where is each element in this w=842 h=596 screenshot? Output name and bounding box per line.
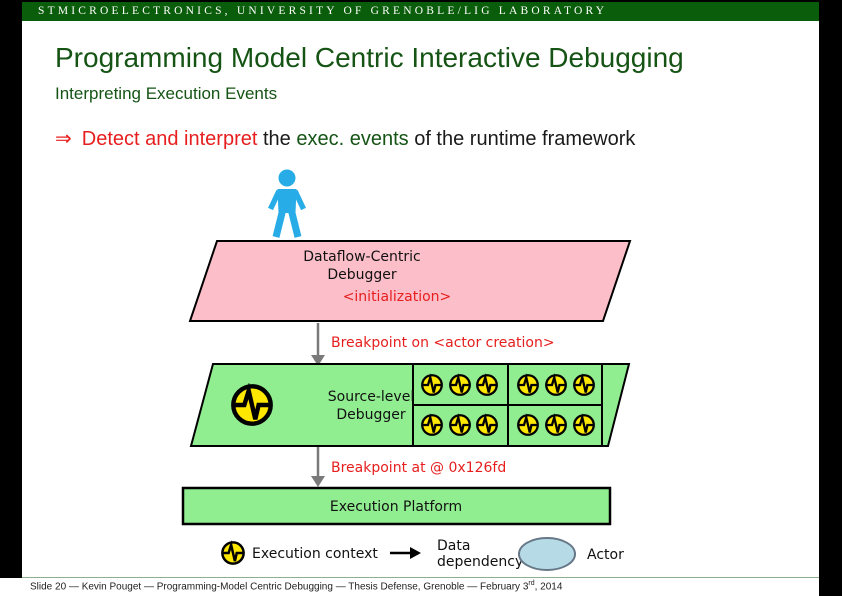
- execution-context-icon: [221, 541, 245, 565]
- execution-context-icon: [545, 414, 567, 436]
- page-subtitle: Interpreting Execution Events: [55, 84, 278, 103]
- header-bar-text: STMICROELECTRONICS, UNIVERSITY OF GRENOB…: [38, 5, 608, 17]
- page-title: Programming Model Centric Interactive De…: [55, 42, 684, 73]
- user-icon: [268, 169, 306, 238]
- header-bar: STMICROELECTRONICS, UNIVERSITY OF GRENOB…: [22, 2, 819, 21]
- footer-text-tail: , 2014: [534, 581, 563, 593]
- left-letterbox: [0, 2, 22, 578]
- context-grid-lines: [412, 364, 603, 446]
- source-debugger-label-1: Source-level: [328, 389, 414, 405]
- data-dependency-arrow-icon: [390, 547, 421, 559]
- dataflow-debugger-label-2: Debugger: [327, 267, 397, 283]
- execution-context-icon: [517, 414, 539, 436]
- top-border: [0, 0, 842, 2]
- breakpoint1-label: Breakpoint on <actor creation>: [331, 335, 555, 351]
- execution-platform-shape: [181, 486, 612, 526]
- footer-divider: [22, 577, 819, 578]
- execution-context-icon: [573, 374, 595, 396]
- bullet-line: ⇒ Detect and interpret the exec. events o…: [55, 126, 815, 151]
- execution-context-icon: [545, 374, 567, 396]
- footer: Slide 20 — Kevin Pouget — Programming-Mo…: [30, 580, 820, 592]
- legend: Execution context Data dependency Actor: [221, 537, 624, 571]
- dataflow-debugger-label-1: Dataflow-Centric: [303, 249, 420, 265]
- initialization-event-label: <initialization>: [343, 289, 452, 305]
- source-debugger-label-2: Debugger: [336, 407, 406, 423]
- legend-data-dependency-label-2: dependency: [437, 554, 523, 570]
- flow-arrow-2: [311, 447, 325, 487]
- right-letterbox: [819, 2, 842, 596]
- execution-context-icon: [517, 374, 539, 396]
- execution-context-icon: [421, 374, 443, 396]
- breakpoint2-label: Breakpoint at @ 0x126fd: [331, 460, 506, 476]
- execution-context-icon: [476, 414, 498, 436]
- execution-context-icon: [476, 374, 498, 396]
- implies-icon: ⇒: [55, 128, 72, 150]
- flow-arrow-1: [311, 323, 325, 366]
- bullet-red-text: Detect and interpret: [81, 128, 258, 150]
- execution-context-icon: [421, 414, 443, 436]
- bullet-mid-text: the: [257, 128, 297, 150]
- legend-execution-context-label: Execution context: [252, 546, 378, 562]
- execution-platform-label: Execution Platform: [330, 499, 462, 515]
- execution-context-icon: [449, 374, 471, 396]
- legend-data-dependency-label-1: Data: [437, 538, 470, 554]
- actor-icon: [518, 537, 576, 571]
- execution-context-icon: [449, 414, 471, 436]
- bullet-green-text: exec. events: [296, 128, 409, 150]
- execution-context-icon: [573, 414, 595, 436]
- execution-context-icon: [233, 386, 270, 423]
- legend-actor-label: Actor: [587, 547, 624, 563]
- dataflow-debugger-shape: [188, 240, 632, 322]
- footer-ordinal-suffix: rd: [528, 580, 535, 587]
- bullet-tail-text: of the runtime framework: [408, 128, 636, 150]
- footer-text: Slide 20 — Kevin Pouget — Programming-Mo…: [30, 581, 529, 593]
